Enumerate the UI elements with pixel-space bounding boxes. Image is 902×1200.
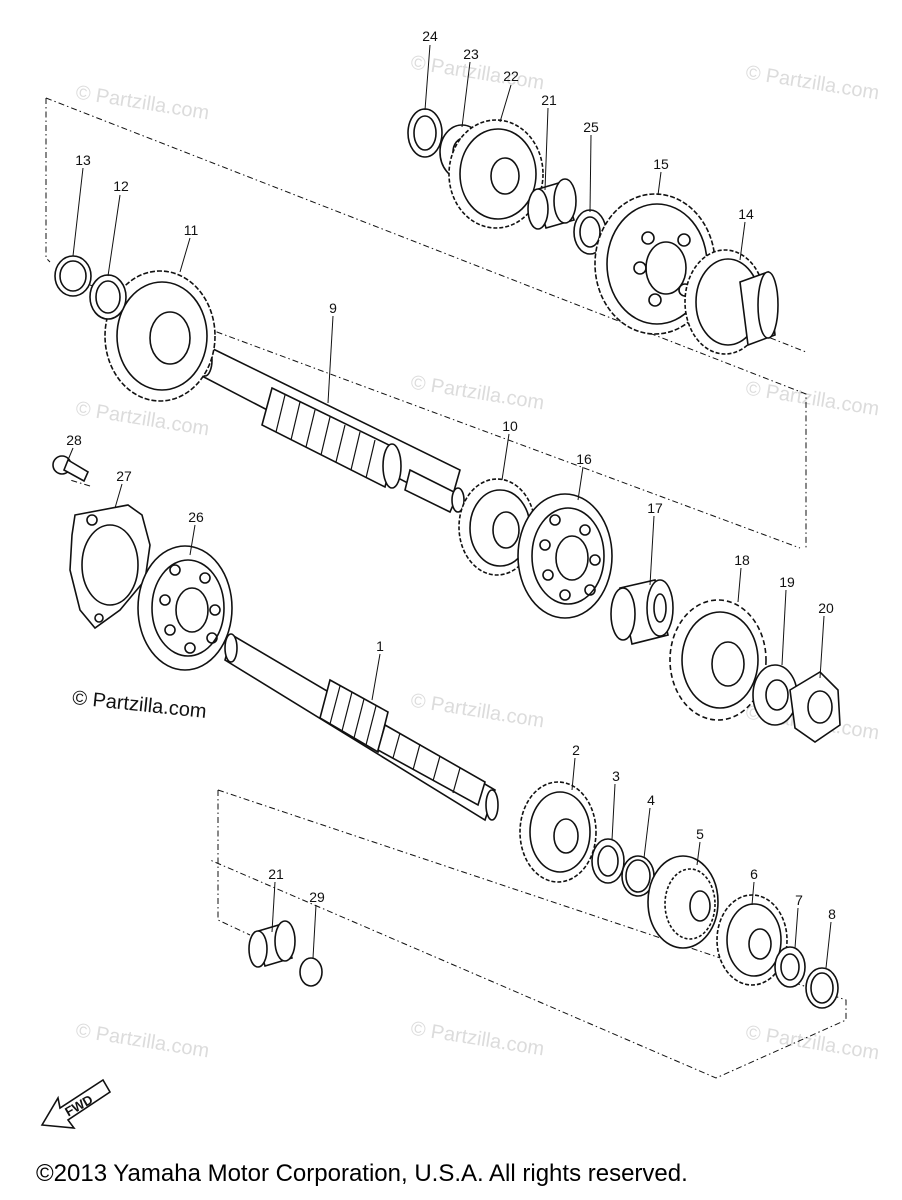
gear-22 xyxy=(448,119,544,229)
bolt-28 xyxy=(52,455,90,483)
callout-3: 3 xyxy=(612,768,620,784)
callout-2: 2 xyxy=(572,742,580,758)
leader-lines xyxy=(67,44,832,969)
callout-25: 25 xyxy=(583,119,599,135)
callout-17: 17 xyxy=(647,500,663,516)
callout-21: 21 xyxy=(541,92,557,108)
plug-29 xyxy=(299,957,323,987)
callout-11: 11 xyxy=(183,222,199,238)
bearing-plate-27 xyxy=(69,504,151,630)
callout-29: 29 xyxy=(309,889,325,905)
callout-15: 15 xyxy=(653,156,669,172)
copyright-notice: ©2013 Yamaha Motor Corporation, U.S.A. A… xyxy=(36,1160,688,1187)
circlip-8 xyxy=(810,972,834,1004)
group-boundary-upper xyxy=(45,98,51,263)
washer-3 xyxy=(597,845,619,877)
callout-27: 27 xyxy=(116,468,132,484)
gear-2 xyxy=(519,781,597,883)
bearing-26 xyxy=(137,545,233,671)
needle-bearing-21 xyxy=(527,178,577,230)
nut-20 xyxy=(789,670,841,743)
callout-18: 18 xyxy=(734,552,750,568)
gear-5 xyxy=(647,855,719,949)
gear-11 xyxy=(104,270,216,402)
group-boundary-lower xyxy=(209,789,847,1079)
circlip-4 xyxy=(625,859,651,893)
callout-5: 5 xyxy=(696,826,704,842)
group-boundary-lower xyxy=(69,479,91,487)
callout-21: 21 xyxy=(268,866,284,882)
callout-8: 8 xyxy=(828,906,836,922)
drive-axle-1 xyxy=(224,633,499,822)
callout-24: 24 xyxy=(422,28,438,44)
washer-24 xyxy=(413,115,437,151)
washer-25 xyxy=(579,216,601,248)
callout-26: 26 xyxy=(188,509,204,525)
callout-14: 14 xyxy=(738,206,754,222)
bearing-16 xyxy=(517,493,613,619)
washer-3 xyxy=(591,838,625,884)
gear-6 xyxy=(716,894,788,986)
callout-28: 28 xyxy=(66,432,82,448)
callout-20: 20 xyxy=(818,600,834,616)
callout-6: 6 xyxy=(750,866,758,882)
needle-bearing-21 xyxy=(248,920,296,968)
gear-14 xyxy=(684,249,779,355)
gear-15 xyxy=(594,193,716,335)
main-axle-9 xyxy=(197,343,465,514)
washer-12 xyxy=(95,280,121,314)
callout-4: 4 xyxy=(647,792,655,808)
callout-1: 1 xyxy=(376,638,384,654)
callout-23: 23 xyxy=(463,46,479,62)
fwd-arrow-icon xyxy=(40,1078,112,1129)
collar-17 xyxy=(610,579,674,645)
group-boundary-lower xyxy=(217,790,251,936)
callout-10: 10 xyxy=(502,418,518,434)
callout-16: 16 xyxy=(576,451,592,467)
callout-12: 12 xyxy=(113,178,129,194)
group-boundary-upper xyxy=(45,97,807,548)
sprocket-18 xyxy=(669,599,767,721)
callout-13: 13 xyxy=(75,152,91,168)
callout-22: 22 xyxy=(503,68,519,84)
callout-7: 7 xyxy=(795,892,803,908)
washer-7 xyxy=(774,946,806,988)
callout-9: 9 xyxy=(329,300,337,316)
washer-7 xyxy=(780,953,800,981)
circlip-13 xyxy=(59,260,87,292)
lock-washer-19 xyxy=(765,679,789,711)
callout-19: 19 xyxy=(779,574,795,590)
